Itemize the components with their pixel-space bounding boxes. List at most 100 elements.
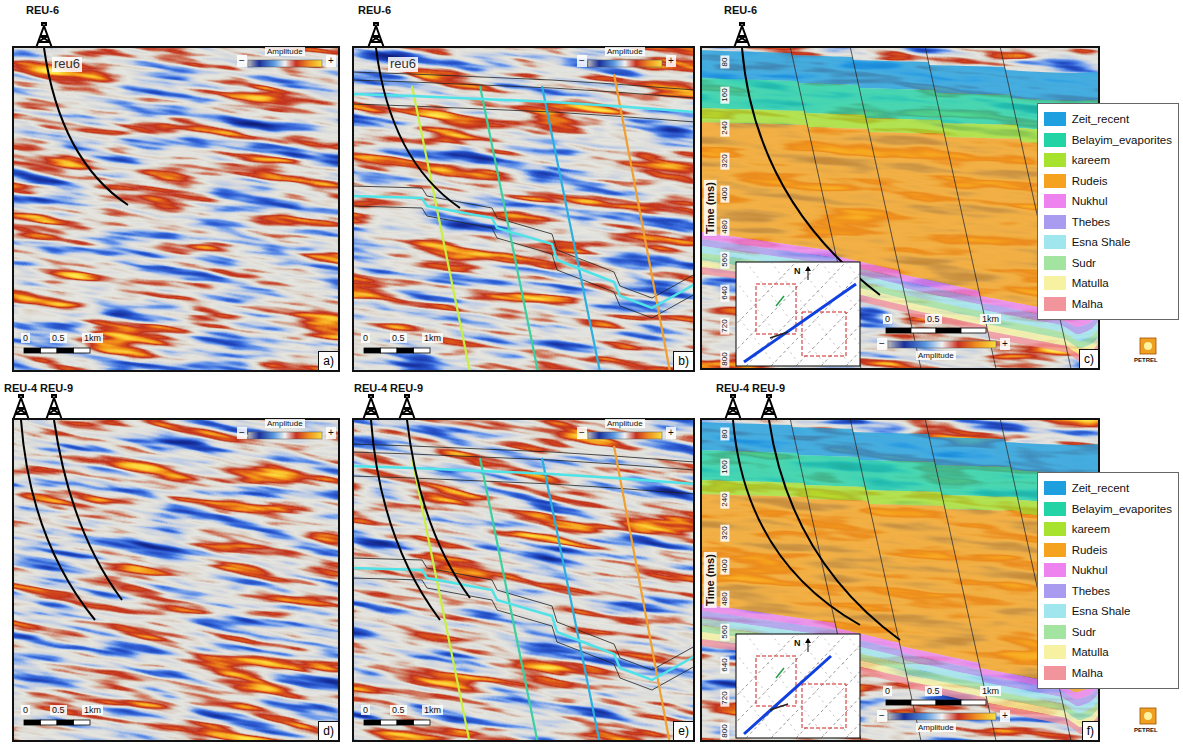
legend-row: kareem: [1044, 519, 1172, 540]
legend-swatch: [1044, 174, 1066, 188]
scale-bar: [911, 328, 936, 333]
legend-row: Malha: [1044, 663, 1172, 684]
legend-row: Sudr: [1044, 622, 1172, 643]
logo-icon: [1140, 708, 1156, 724]
legend-text: Matulla: [1072, 277, 1109, 289]
scale-label: 1km: [82, 333, 103, 343]
colorbar-sign: −: [577, 55, 587, 67]
fault-line: [850, 418, 921, 742]
seismic-section: [700, 418, 1100, 742]
colorbar-sign: +: [326, 427, 336, 439]
colorbar-title: Amplitude: [605, 47, 645, 56]
seismic-rotation: [352, 418, 695, 742]
stratum-layer: [988, 703, 1068, 725]
well-name: REU-4: [4, 382, 37, 395]
axis-tick: 560: [720, 623, 729, 640]
horizon-thin: [352, 558, 695, 670]
figure-panel: a): [12, 46, 340, 372]
fault-pick: [542, 86, 600, 372]
scale-label: 0: [361, 333, 370, 343]
north-arrow-head: [805, 638, 811, 643]
well-name: REU-4: [716, 382, 749, 395]
colorbar-sign: +: [666, 427, 676, 439]
grid-line: [736, 634, 821, 738]
grid-line: [771, 634, 860, 738]
north-arrow-head: [805, 266, 811, 271]
colorbar-sign: −: [577, 427, 587, 439]
derrick-symbol: [399, 395, 415, 420]
well-name: REU-6: [26, 4, 59, 17]
seismic-amplitude: [352, 418, 695, 742]
grid-line: [796, 634, 860, 738]
legend-row: Nukhul: [1044, 560, 1172, 581]
seismic-rotation: [352, 46, 695, 372]
seismic-rotation: [700, 46, 1100, 370]
colorbar-sign: −: [237, 55, 247, 67]
legend-text: Malha: [1072, 298, 1103, 310]
well-trajectory: [54, 420, 122, 600]
scale-label: 1km: [980, 686, 1001, 696]
well-track: [776, 668, 784, 678]
grid-line: [736, 634, 796, 738]
horizon-pick: [352, 466, 695, 484]
stratum-layer: [700, 480, 807, 497]
stratum-layer: [700, 450, 804, 483]
axis-title: Time (ms): [704, 180, 717, 236]
scale-label: 1km: [422, 333, 443, 343]
well-name: REU-9: [390, 382, 423, 395]
legend-swatch: [1044, 133, 1066, 147]
interpretation: [352, 72, 695, 372]
seismic-amplitude: [12, 418, 340, 742]
axis-tick: 640: [720, 284, 729, 301]
legend-swatch: [1044, 297, 1066, 311]
well-name: REU-6: [358, 4, 391, 17]
scale-label: 0: [21, 705, 30, 715]
well-trajectory: [733, 420, 860, 625]
scale-bar: [41, 348, 58, 353]
axis-tick: 80: [720, 428, 729, 441]
legend-swatch: [1044, 276, 1066, 290]
legend-swatch: [1044, 563, 1066, 577]
axis-tick: 560: [720, 251, 729, 268]
logo-flame: [1144, 712, 1152, 720]
stratum-layer: [700, 422, 798, 453]
legend-swatch: [1044, 502, 1066, 516]
legend-text: Esna Shale: [1072, 236, 1131, 248]
legend-swatch: [1044, 112, 1066, 126]
fault-pick: [412, 86, 470, 372]
inset-map: [736, 634, 860, 738]
derrick-symbol: [36, 23, 52, 48]
seismic-amplitude: [12, 46, 340, 372]
legend-swatch: [1044, 256, 1066, 270]
legend-text: Zeit_recent: [1072, 482, 1130, 494]
scale-bar: [74, 720, 91, 725]
stratum-layer: [798, 455, 865, 487]
inset-content: [736, 634, 860, 738]
scale-bar: [24, 720, 41, 725]
stratum-layer: [1005, 442, 1100, 473]
well-track: [770, 704, 788, 710]
legend-text: Zeit_recent: [1072, 113, 1130, 125]
logo-text: PETREL: [1134, 727, 1158, 734]
seismic-rotation: [12, 418, 340, 742]
scale-bar: [414, 348, 431, 353]
horizon-thin: [352, 476, 695, 494]
interpretation-clip: [352, 72, 695, 372]
legend-text: Rudeis: [1072, 544, 1108, 556]
horizon-thin: [352, 104, 695, 122]
horizon-thin: [352, 444, 695, 462]
stratum-layer: [859, 88, 941, 120]
well-trajectory: [769, 420, 900, 640]
axis-title: Time (ms): [704, 552, 717, 608]
grid-line: [821, 634, 860, 738]
axis-tick: 400: [720, 557, 729, 574]
well-trajectory: [44, 48, 128, 205]
axis-tick: 720: [720, 689, 729, 706]
axis-tick: 400: [720, 185, 729, 202]
scale-bar: [41, 720, 58, 725]
figure-panel: b): [352, 46, 695, 372]
scale-bar: [24, 348, 41, 353]
stratum-layer: [935, 465, 1017, 497]
logo-flame: [1144, 342, 1152, 350]
